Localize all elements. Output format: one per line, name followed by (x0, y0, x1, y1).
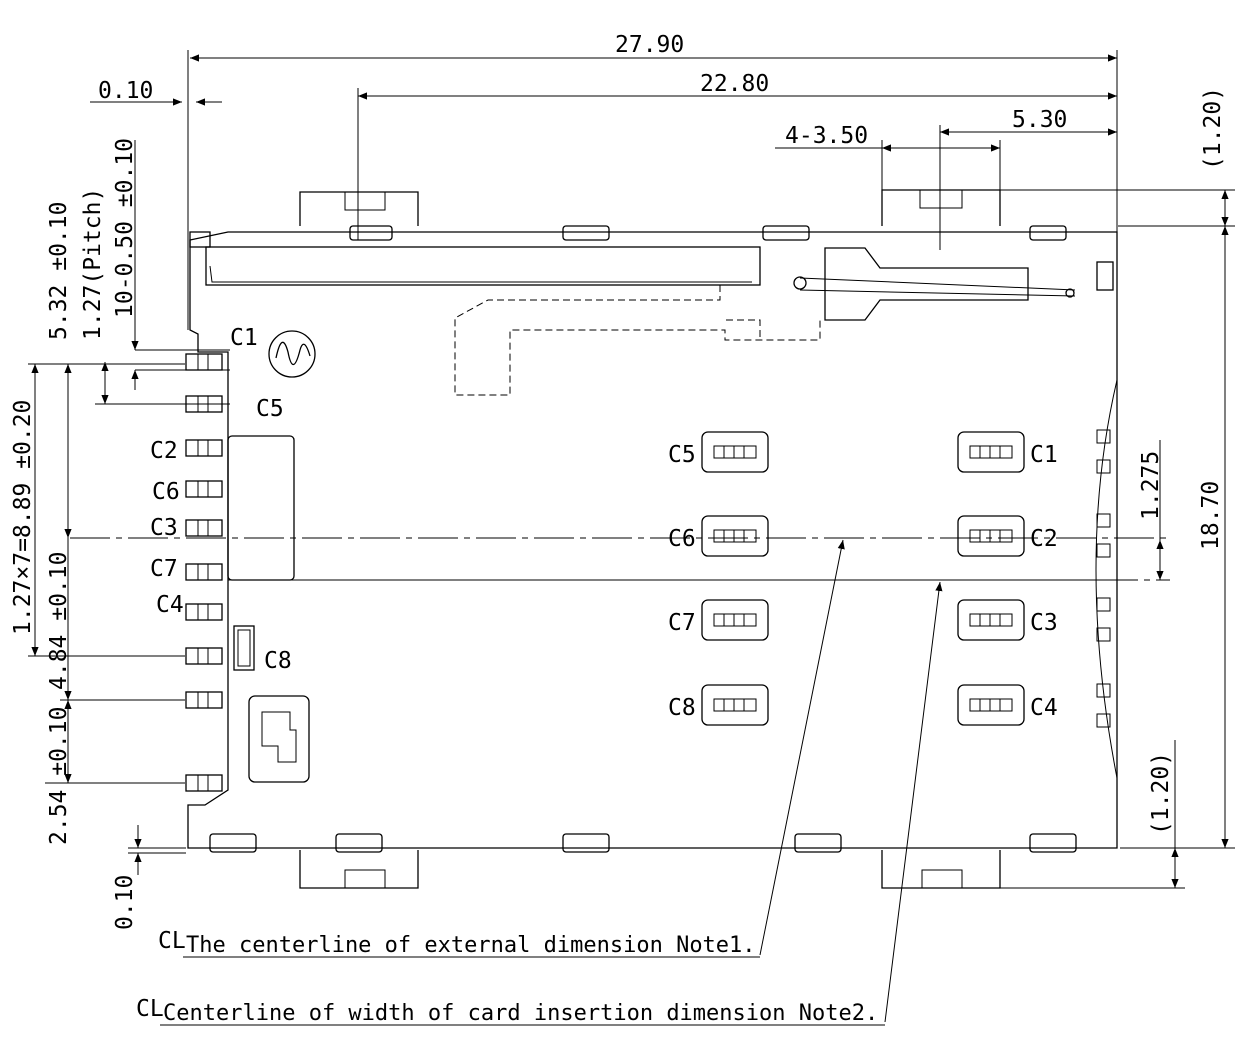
contact-pin (185, 353, 223, 371)
pad-label-c2: C2 (1030, 526, 1058, 552)
note1-symbol: CL (158, 928, 186, 954)
contact-label-c4: C4 (156, 592, 184, 618)
contact-pin (185, 603, 223, 621)
pad-label-c4: C4 (1030, 695, 1058, 721)
dim-overall-width: 27.90 (615, 32, 684, 58)
dim-slot-offset: 22.80 (700, 71, 769, 97)
contact-label-c8: C8 (264, 648, 292, 674)
left-contact-pins (185, 353, 223, 792)
contact-label-c1: C1 (230, 325, 258, 351)
contact-pin (185, 774, 223, 792)
contact-pin (185, 691, 223, 709)
pad-label-c5: C5 (668, 442, 696, 468)
connector-body (187, 189, 1118, 889)
contact-pin (185, 439, 223, 457)
note2-text: Centerline of width of card insertion di… (163, 1001, 878, 1026)
dim-right-offset: 5.30 (1012, 107, 1067, 133)
dim-bottom-gap: 0.10 (112, 875, 138, 930)
contact-pin (185, 563, 223, 581)
dim-left-gap-top: 0.10 (98, 78, 153, 104)
note2-symbol: CL (136, 996, 164, 1022)
dim-height: 18.70 (1198, 481, 1224, 550)
contact-label-c7: C7 (150, 556, 178, 582)
dim-pin-width: 10-0.50 ±0.10 (112, 138, 138, 318)
dim-hole-spec: 4-3.50 (785, 123, 868, 149)
dim-pin-span: 1.27×7=8.89 ±0.20 (10, 400, 36, 635)
dim-bottom-tab: (1.20) (1148, 752, 1174, 835)
pad-label-c3: C3 (1030, 610, 1058, 636)
dim-left-bottom: 2.54 ±0.10 (46, 707, 72, 845)
contact-label-c2: C2 (150, 438, 178, 464)
dim-left-top: 5.32 ±0.10 (46, 202, 72, 340)
contact-label-c3: C3 (150, 515, 178, 541)
dimension-lines (28, 50, 1235, 1026)
dim-left-mid: 4.84 ±0.10 (46, 552, 72, 690)
pad-label-c6: C6 (668, 526, 696, 552)
contact-pin (185, 647, 223, 665)
dim-pitch: 1.27(Pitch) (80, 188, 106, 340)
dim-top-tab: (1.20) (1200, 87, 1226, 170)
dim-center-offset: 1.275 (1138, 451, 1164, 520)
note1-text: The centerline of external dimension Not… (186, 933, 756, 958)
contact-pin (185, 519, 223, 537)
pad-label-c7: C7 (668, 610, 696, 636)
contact-label-c5: C5 (256, 396, 284, 422)
pad-label-c1: C1 (1030, 442, 1058, 468)
pad-label-c8: C8 (668, 695, 696, 721)
contact-pin (185, 480, 223, 498)
contact-label-c6: C6 (152, 479, 180, 505)
